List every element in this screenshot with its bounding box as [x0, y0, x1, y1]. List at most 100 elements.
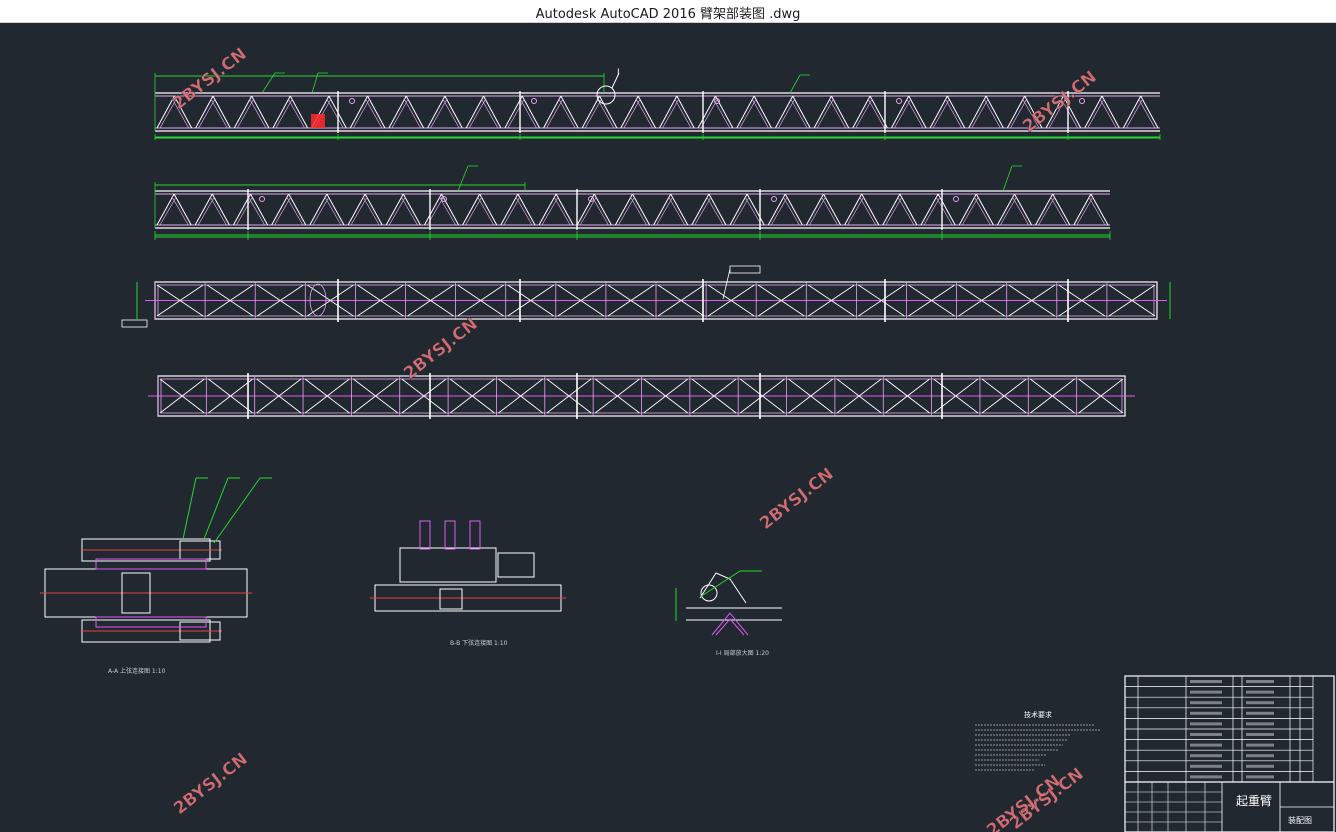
diagonal-inner [362, 196, 380, 226]
diagonal [958, 193, 977, 226]
leader-line [1002, 165, 1013, 192]
diagonal [156, 193, 175, 226]
diagonal-inner [894, 98, 912, 129]
window-titlebar: Autodesk AutoCAD 2016 臂架部装图 .dwg [0, 0, 1336, 23]
diagonal-inner [430, 98, 448, 129]
diagonal [697, 95, 716, 129]
boom-side-view-2[interactable] [154, 165, 1111, 240]
parts-cell-text [1246, 680, 1274, 683]
drawing-canvas[interactable]: I A-A 上弦连接图 1:10 B-B 下弦连接图 1:10 [0, 23, 1336, 832]
diagonal-inner [935, 196, 953, 226]
diagonal [929, 95, 948, 129]
diagonal [1052, 193, 1071, 226]
diagonal [985, 95, 1004, 129]
diagonal-inner [1061, 98, 1078, 129]
diagonal [441, 193, 460, 226]
diagonal [483, 95, 502, 129]
x-brace [691, 378, 737, 414]
lug-hole [771, 196, 777, 202]
diagonal [1073, 193, 1092, 226]
x-brace [206, 284, 254, 317]
diagonal [1014, 193, 1033, 226]
diagonal-inner [439, 196, 456, 226]
diagonal [637, 95, 656, 129]
diagonal [581, 95, 600, 129]
boom-top-view-2[interactable] [148, 373, 1135, 419]
diagonal-inner [706, 196, 724, 226]
diagonal-inner [983, 98, 1001, 129]
x-brace [498, 378, 544, 414]
diagonal [767, 193, 786, 226]
diagonal-inner [1000, 196, 1017, 226]
diagonal-inner [515, 196, 533, 226]
diagonal [729, 193, 748, 226]
diagonal-inner [694, 196, 712, 226]
diagonal [538, 193, 557, 226]
diagonal [212, 95, 231, 129]
x-brace [208, 378, 253, 414]
diagonal [844, 193, 863, 226]
detail-i-i-drawing[interactable] [675, 570, 782, 636]
section-a-a-drawing[interactable] [40, 477, 272, 643]
diagonal [173, 95, 193, 129]
diagonal [500, 193, 519, 226]
x-brace [307, 284, 354, 317]
diagonal-inner [541, 196, 559, 226]
technical-notes-title: 技术要求 [1024, 710, 1052, 719]
diagonal-inner [553, 196, 571, 226]
diagonal [753, 95, 772, 129]
diagonal-inner [1038, 196, 1056, 226]
diagonal [347, 193, 366, 226]
x-brace [594, 378, 640, 414]
detail-callout-i[interactable]: I [596, 68, 620, 105]
diagonal [620, 95, 639, 129]
diagonal [632, 193, 651, 226]
diagonal [831, 95, 850, 129]
diagonal [1140, 95, 1159, 129]
boom-top-view-1[interactable] [121, 265, 1171, 328]
x-brace [908, 284, 955, 317]
diagonal [805, 193, 824, 226]
diagonal [676, 95, 695, 129]
section-b-b-drawing[interactable] [370, 520, 566, 612]
x-brace [1078, 378, 1124, 414]
diagonal-inner [829, 98, 847, 129]
diagonal-inner [732, 196, 750, 226]
diagonal [555, 193, 574, 226]
technical-notes: 技术要求 [975, 710, 1101, 771]
lug-hole [953, 196, 959, 202]
diagonal-inner [1099, 98, 1117, 129]
parts-cell-text [1246, 711, 1274, 715]
diagonal-inner [1048, 98, 1066, 129]
diagonal-inner [885, 196, 903, 226]
diagonal [882, 193, 901, 226]
parts-cell-text [1246, 701, 1274, 705]
diagonal-inner [597, 98, 615, 129]
detail-i-i-label: I-I 局部放大图 1:20 [716, 649, 769, 657]
technical-notes-lines [975, 724, 1101, 771]
diagonal [920, 193, 939, 226]
diagonal-inner [906, 98, 924, 129]
parts-cell-text [1190, 775, 1222, 779]
section-cut-mark [309, 283, 327, 317]
section-mark [311, 114, 325, 128]
diagonal-inner [324, 196, 342, 226]
diagonal-inner [821, 196, 838, 226]
diagonal [194, 193, 213, 226]
title-block[interactable] [1124, 675, 1335, 832]
lug-hole [896, 98, 902, 104]
diagonal-inner [465, 196, 483, 226]
x-brace [1008, 284, 1056, 317]
diagonal [479, 193, 498, 226]
diagonal [423, 193, 442, 226]
boom-side-view-1[interactable] [154, 72, 1161, 140]
diagonal [385, 193, 404, 226]
parts-cell-text [1190, 743, 1222, 747]
parts-cell-text [1190, 764, 1222, 768]
diagonal [1024, 95, 1043, 129]
diagonal [233, 95, 253, 129]
x-brace [1030, 378, 1075, 414]
x-brace [1058, 284, 1106, 317]
diagonal-inner [210, 98, 228, 129]
diagonal-inner [326, 98, 344, 129]
